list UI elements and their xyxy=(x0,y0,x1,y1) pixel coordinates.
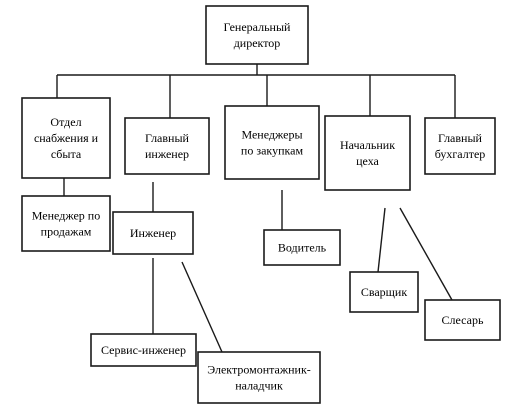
node-electrician: Электромонтажник-наладчик xyxy=(197,351,321,404)
node-box xyxy=(224,105,320,180)
node-label-line: Слесарь xyxy=(442,313,484,327)
node-welder: Сварщик xyxy=(349,271,419,313)
node-box xyxy=(324,115,411,191)
node-label-line: по закупкам xyxy=(241,144,304,158)
node-box xyxy=(21,97,111,179)
node-locksmith: Слесарь xyxy=(424,299,501,341)
node-label-line: Отдел xyxy=(50,115,81,129)
node-director: Генеральный директор xyxy=(205,5,309,65)
node-label-line: наладчик xyxy=(235,379,283,393)
node-label-line: инженер xyxy=(145,147,189,161)
node-label-line: Сервис-инженер xyxy=(101,343,186,357)
node-label-line: Электромонтажник- xyxy=(207,363,311,377)
node-box xyxy=(124,117,210,175)
node-box xyxy=(263,229,341,266)
node-driver: Водитель xyxy=(263,229,341,266)
node-label-line: директор xyxy=(234,36,281,50)
node-purchasing: Менеджеры по закупкам xyxy=(224,105,320,180)
node-engineer: Инженер xyxy=(112,211,194,255)
node-label-line: Менеджеры xyxy=(241,128,302,142)
node-supply: Отдел снабжения и сбыта xyxy=(21,97,111,179)
node-box xyxy=(197,351,321,404)
node-service-engineer: Сервис-инженер xyxy=(90,333,197,367)
node-sales-manager: Менеджер по продажам xyxy=(21,195,111,252)
node-box xyxy=(349,271,419,313)
node-box xyxy=(424,299,501,341)
node-label-line: Сварщик xyxy=(361,285,408,299)
connector-line xyxy=(399,207,453,301)
node-label-line: Менеджер по xyxy=(32,209,100,223)
node-label-line: Главный xyxy=(438,131,483,145)
node-box xyxy=(90,333,197,367)
node-chief-engineer: Главный инженер xyxy=(124,117,210,175)
node-label-line: Главный xyxy=(145,131,190,145)
connector-line xyxy=(181,261,223,353)
connector-line xyxy=(377,207,386,273)
node-label-line: Водитель xyxy=(278,241,327,255)
node-label-line: бухгалтер xyxy=(435,147,486,161)
node-label-line: снабжения и xyxy=(34,131,99,145)
node-label-line: сбыта xyxy=(51,147,82,161)
node-box xyxy=(112,211,194,255)
connector-lines xyxy=(56,64,456,353)
node-label-line: Генеральный xyxy=(224,20,291,34)
node-box xyxy=(21,195,111,252)
node-label-line: Инженер xyxy=(130,226,176,240)
node-shop-head: Начальник цеха xyxy=(324,115,411,191)
node-accountant: Главный бухгалтер xyxy=(424,117,496,175)
node-label-line: продажам xyxy=(41,225,92,239)
node-box xyxy=(424,117,496,175)
node-label-line: цеха xyxy=(356,154,379,168)
node-box xyxy=(205,5,309,65)
node-label-line: Начальник xyxy=(340,138,395,152)
